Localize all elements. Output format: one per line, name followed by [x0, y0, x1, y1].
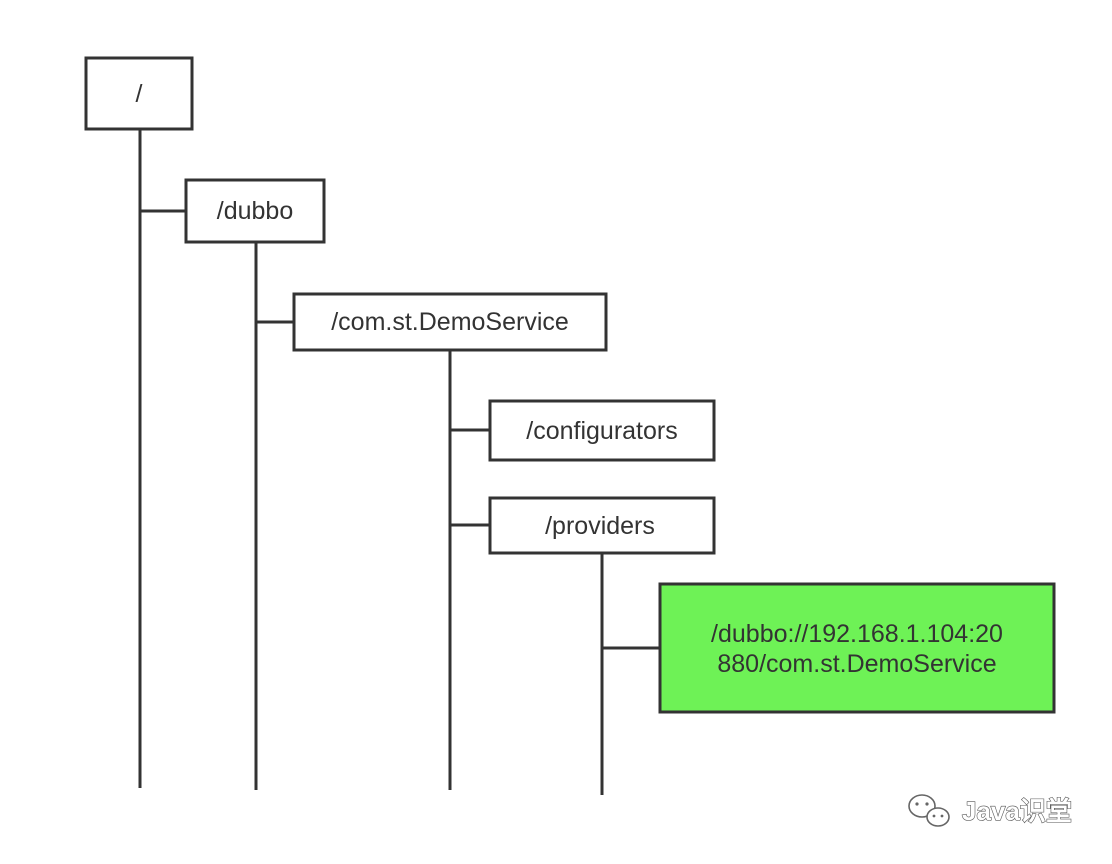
- node-service-box: [292, 292, 608, 352]
- node-configurators: /configurators: [488, 399, 716, 462]
- node-service: /com.st.DemoService: [292, 292, 608, 352]
- node-service-label: /com.st.DemoService: [331, 308, 569, 336]
- node-configurators-label: /configurators: [526, 417, 677, 445]
- node-dubbo: /dubbo: [184, 178, 326, 244]
- node-configurators-box: [488, 399, 716, 462]
- node-provider-url-box: [658, 582, 1056, 714]
- node-provider-url-line2: 880/com.st.DemoService: [717, 650, 996, 678]
- node-root-label: /: [136, 80, 143, 108]
- node-providers-box: [488, 496, 716, 555]
- watermark-text: Java识堂: [962, 796, 1072, 826]
- node-dubbo-box: [184, 178, 326, 244]
- node-dubbo-label: /dubbo: [217, 197, 293, 225]
- node-providers: /providers: [488, 496, 716, 555]
- node-provider-url-line1: /dubbo://192.168.1.104:20: [711, 620, 1003, 648]
- node-root: /: [84, 56, 194, 131]
- node-root-box: [84, 56, 194, 131]
- node-provider-url: /dubbo://192.168.1.104:20 880/com.st.Dem…: [658, 582, 1056, 714]
- wechat-icon: [908, 794, 950, 827]
- node-providers-label: /providers: [545, 512, 655, 540]
- watermark: Java识堂: [908, 794, 1072, 827]
